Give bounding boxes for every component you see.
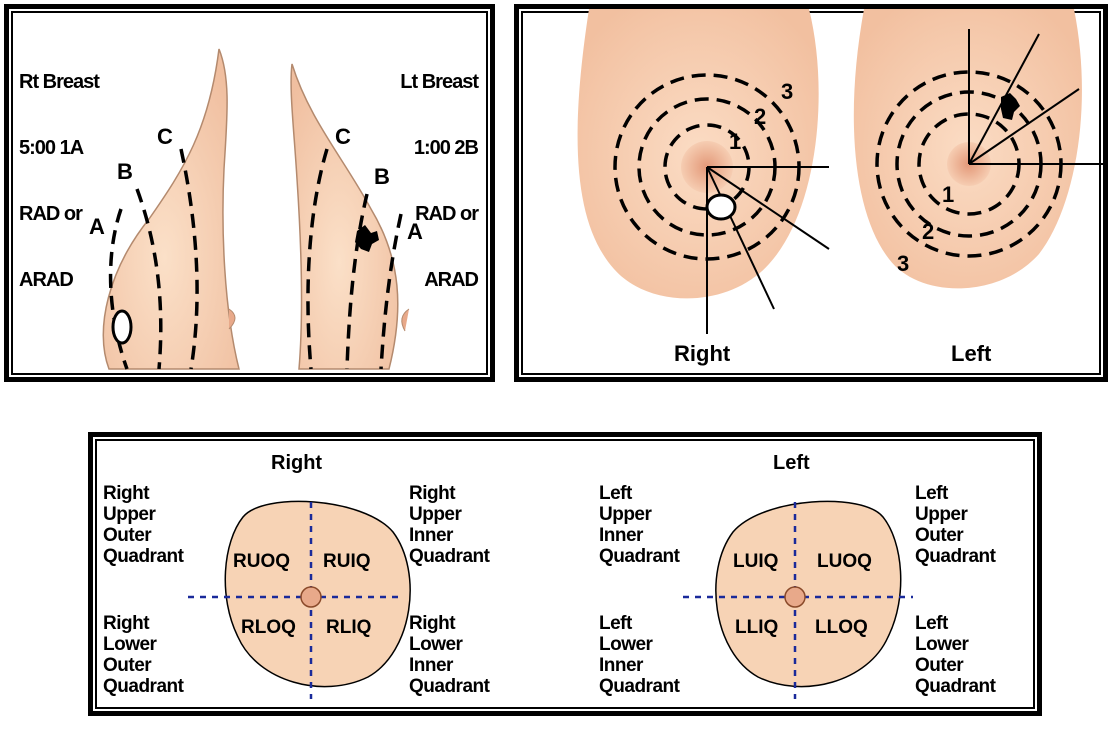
left-breast-rad: RAD or xyxy=(400,203,478,225)
luiq-label: LUIQ xyxy=(733,551,778,572)
lloq-label: LLOQ xyxy=(815,617,868,638)
right-ring-2-label: 2 xyxy=(754,104,766,129)
left-breast-title: Lt Breast xyxy=(400,71,478,93)
left-breast-position: 1:00 2B xyxy=(400,137,478,159)
left-breast-location-label: Lt Breast 1:00 2B RAD or ARAD xyxy=(400,27,478,335)
quadrant-right-heading: Right xyxy=(271,452,322,474)
right-front-lesion-marker xyxy=(707,195,735,219)
rliq-label: RLIQ xyxy=(326,617,371,638)
left-ring-1-label: 1 xyxy=(942,182,954,207)
right-zone-b-label: B xyxy=(117,159,133,184)
left-ring-3-label: 3 xyxy=(897,251,909,276)
side-view-panel: A B C C B A Rt Breast 5:00 1A RAD or ARA… xyxy=(4,4,495,382)
right-caption: Right xyxy=(674,341,731,366)
right-breast-location-label: Rt Breast 5:00 1A RAD or ARAD xyxy=(19,27,99,335)
front-view-panel: 1 2 3 1 2 3 Right Left xyxy=(514,4,1108,382)
luoq-label: LUOQ xyxy=(817,551,872,572)
left-breast-arad: ARAD xyxy=(400,269,478,291)
right-breast-position: 5:00 1A xyxy=(19,137,99,159)
right-ring-1-label: 1 xyxy=(729,129,741,154)
right-breast-lesion-marker xyxy=(113,311,131,343)
ruiq-label: RUIQ xyxy=(323,551,371,572)
quadrant-left-heading: Left xyxy=(773,452,810,474)
left-quadrant-nipple xyxy=(785,587,805,607)
left-zone-b-label: B xyxy=(374,164,390,189)
right-ring-3-label: 3 xyxy=(781,79,793,104)
quadrant-diagram: RUOQ RUIQ RLOQ RLIQ LUIQ LUOQ LLIQ LLOQ … xyxy=(93,437,1037,711)
quadrant-panel: RUOQ RUIQ RLOQ RLIQ LUIQ LUOQ LLIQ LLOQ … xyxy=(88,432,1042,716)
front-view-diagram: 1 2 3 1 2 3 Right Left xyxy=(519,9,1103,377)
left-ring-2-label: 2 xyxy=(922,219,934,244)
left-quadrant-breast xyxy=(716,501,901,686)
right-breast-arad: ARAD xyxy=(19,269,99,291)
lliq-label: LLIQ xyxy=(735,617,778,638)
right-breast-title: Rt Breast xyxy=(19,71,99,93)
left-breast-profile xyxy=(291,64,398,369)
right-quadrant-nipple xyxy=(301,587,321,607)
right-zone-c-label: C xyxy=(157,124,173,149)
left-caption: Left xyxy=(951,341,992,366)
rloq-label: RLOQ xyxy=(241,617,296,638)
right-breast-rad: RAD or xyxy=(19,203,99,225)
left-zone-c-label: C xyxy=(335,124,351,149)
ruoq-label: RUOQ xyxy=(233,551,290,572)
right-nipple xyxy=(229,309,235,329)
